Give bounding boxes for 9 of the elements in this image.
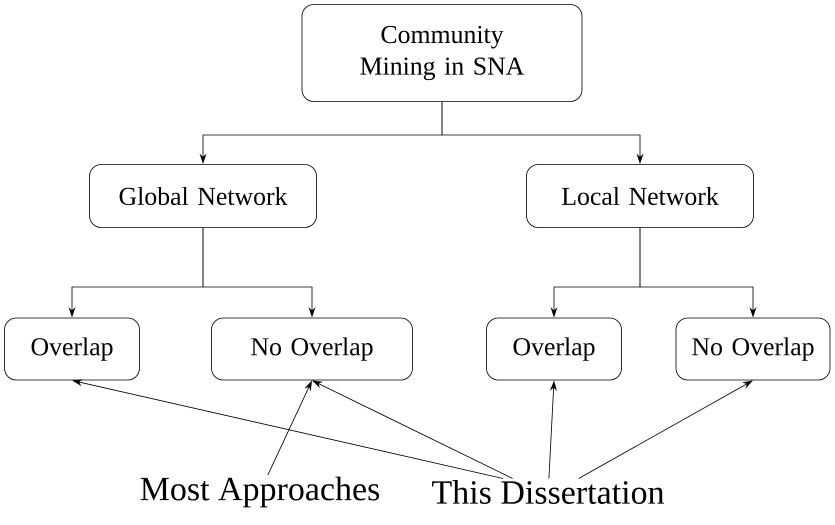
annotation-text: Most Approaches <box>140 476 380 508</box>
annotation-text: This Dissertation <box>432 480 664 504</box>
category-box: Overlap <box>486 318 622 380</box>
category-box: Overlap <box>4 318 140 380</box>
category-box: No Overlap <box>676 318 830 380</box>
category-box: Community Mining in SNA <box>302 4 582 102</box>
category-box: Global Network <box>89 164 317 228</box>
category-box: No Overlap <box>211 318 413 380</box>
category-box: Local Network <box>526 164 754 228</box>
